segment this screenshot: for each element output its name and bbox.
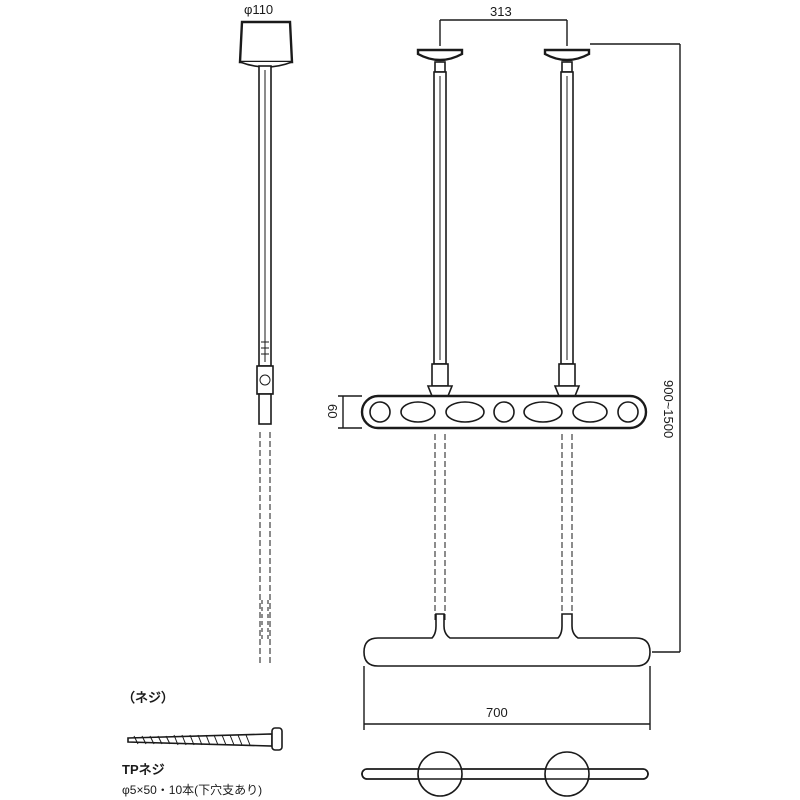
front-view: 313 900~1500 60 [325,4,681,797]
screw-thread [133,734,251,746]
diameter-label: φ110 [244,2,273,17]
bar-hole-oval [572,401,608,423]
ceiling-mount-right [543,48,591,62]
bar-hole-oval [445,401,485,423]
bar-hole-oval [523,401,563,423]
hanger-bar-lowered [363,613,651,667]
side-view: φ110 [238,2,294,666]
joint-left [431,363,449,387]
screw-head [271,727,283,751]
bar-top-view-overlay [361,768,649,780]
bar-hole-round [617,401,639,423]
ceiling-mount-left [416,48,464,62]
side-pole-joint [256,365,274,395]
mount-collar-right [561,61,573,73]
screw-section-title: （ネジ） [122,690,174,705]
side-joint-pin [259,374,271,386]
bracket-left [426,385,454,397]
bar-height-label: 60 [325,404,340,418]
length-label: 900~1500 [661,380,676,438]
side-pole-lower [258,393,272,425]
spacing-label: 313 [490,4,512,19]
bar-hole-oval [400,401,436,423]
screw-section: （ネジ） TPネジ φ5×50・10本(下穴支あり) [122,690,283,797]
joint-right [558,363,576,387]
side-ceiling-mount [238,20,294,64]
mount-top-view-right [544,751,590,797]
mount-collar-left [434,61,446,73]
bracket-right [553,385,581,397]
mount-top-view-left [417,751,463,797]
bar-hole-round [369,401,391,423]
screw-name: TPネジ [122,762,165,777]
bar-hole-round [493,401,515,423]
screw-spec: φ5×50・10本(下穴支あり) [122,782,262,797]
width-label: 700 [486,705,508,720]
